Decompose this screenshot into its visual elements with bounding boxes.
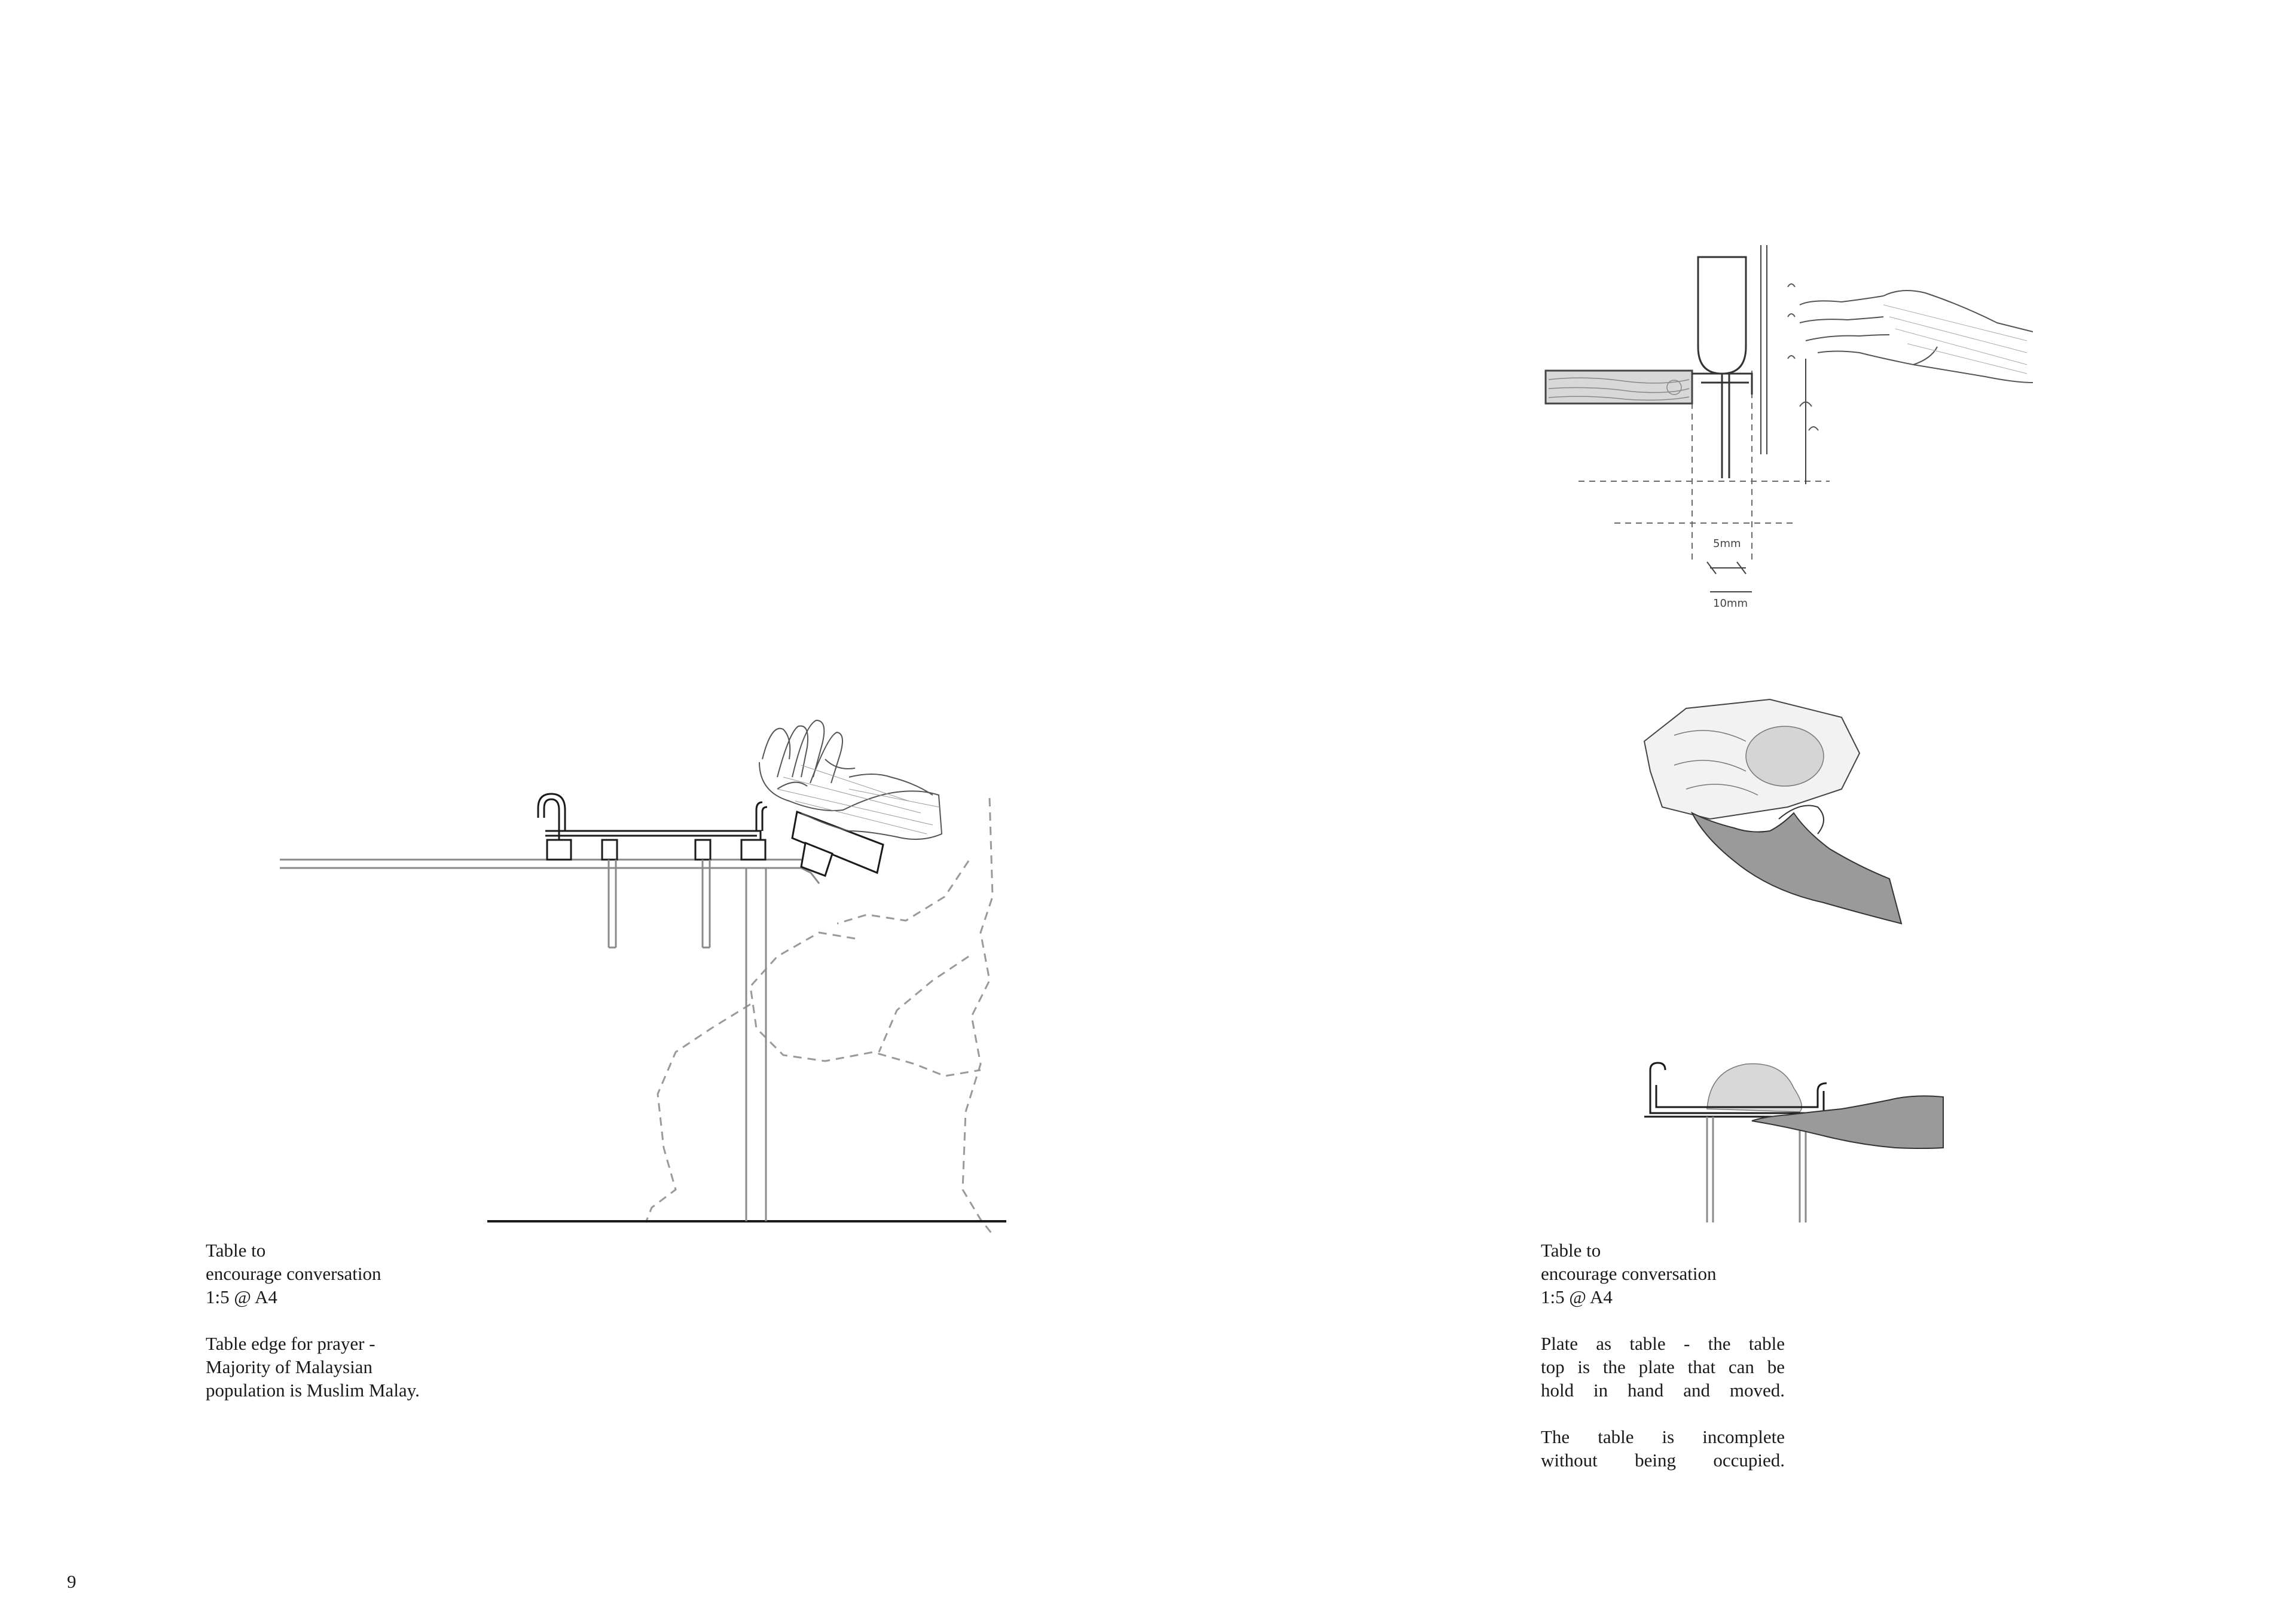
table-leg — [745, 868, 767, 1221]
left-caption-title-line2: encourage conversation — [206, 1263, 381, 1284]
plate-and-support — [1692, 256, 1753, 478]
sketch-dashed-lines — [1578, 371, 1830, 562]
left-caption-title-line1: Table to — [206, 1240, 266, 1261]
left-caption-scale: 1:5 @ A4 — [206, 1286, 277, 1307]
praying-hand-illustration — [759, 719, 943, 840]
praying-hand-shading — [777, 765, 939, 835]
wooden-table-top — [1544, 369, 1693, 405]
right-caption-paragraph1-line: hold in hand and moved. — [1541, 1380, 1785, 1401]
reaching-hand-illustration — [1799, 290, 2034, 383]
sketch-label-5mm: 5mm — [1713, 537, 1741, 550]
figure-dashed-outline — [645, 797, 994, 1235]
tray-stems — [607, 860, 711, 949]
reaching-hand-shading — [1883, 304, 2028, 374]
right-caption-paragraph2-line: The table is incomplete — [1541, 1426, 1785, 1447]
prayer-ledge — [791, 810, 884, 877]
page-number: 9 — [67, 1571, 77, 1592]
right-caption-paragraph1-line: top is the plate that can be — [1541, 1356, 1785, 1377]
right-caption-title-line1: Table to — [1541, 1240, 1601, 1261]
right-caption-title-line2: encourage conversation — [1541, 1263, 1717, 1284]
right-caption: Table to encourage conversation 1:5 @ A4… — [1541, 1239, 1785, 1472]
wood-grain — [1548, 377, 1690, 401]
food-texture — [1674, 726, 1824, 796]
holding-hand — [1690, 805, 1903, 925]
left-caption-note-line: Table edge for prayer - — [206, 1333, 375, 1354]
left-caption-note-line: Majority of Malaysian — [206, 1356, 373, 1377]
left-caption: Table to encourage conversation 1:5 @ A4… — [206, 1239, 517, 1402]
dimension-lines — [1706, 245, 1806, 592]
food-mound — [1706, 1063, 1803, 1112]
sketch-small-notes — [1787, 283, 1819, 431]
left-caption-note-line: population is Muslim Malay. — [206, 1380, 420, 1401]
sketch-label-10mm: 10mm — [1713, 597, 1748, 610]
right-caption-scale: 1:5 @ A4 — [1541, 1286, 1613, 1307]
supporting-hand — [1751, 1095, 1944, 1149]
right-caption-paragraph2-line: without being occupied. — [1541, 1450, 1785, 1471]
right-caption-paragraph1-line: Plate as table - the table — [1541, 1333, 1785, 1354]
plate-table-legs — [1706, 1117, 1807, 1222]
